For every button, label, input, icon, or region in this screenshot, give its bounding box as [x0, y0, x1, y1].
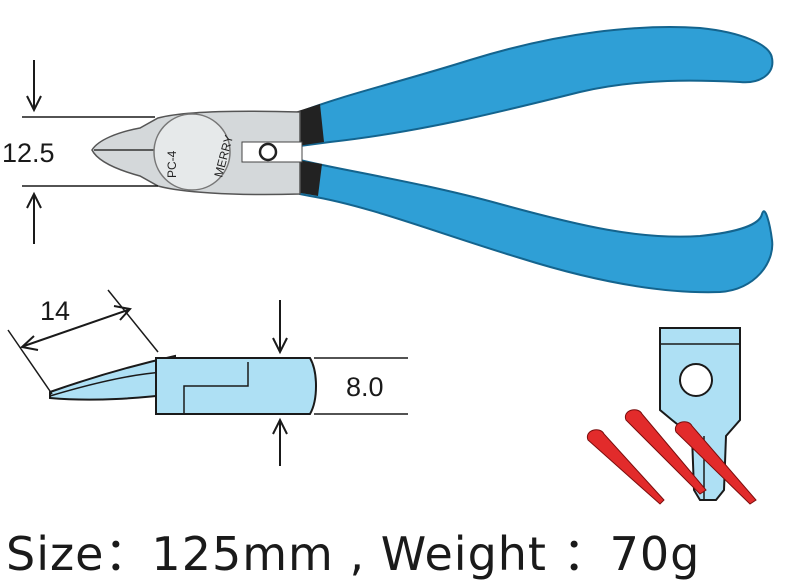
upper-handle [299, 26, 774, 148]
spring-coil [258, 142, 278, 162]
upper-collar [295, 104, 324, 146]
jaw-height-label: 12.5 [2, 138, 55, 168]
jaw-height-dimension: 12.5 [2, 60, 158, 244]
wire-3 [674, 421, 757, 505]
model-stamp: PC-4 [165, 150, 179, 178]
wire-2 [624, 409, 707, 495]
wire-1 [586, 429, 665, 505]
thickness-label: 8.0 [346, 372, 384, 402]
blade-length-label: 14 [40, 296, 70, 326]
blade-length-dimension: 14 [7, 289, 159, 395]
lower-handle [299, 158, 774, 294]
pliers-illustration: PC-4 MERRY [91, 26, 774, 294]
pivot-disc [153, 113, 231, 191]
spring-slot [241, 141, 303, 163]
pivot-hole [679, 363, 713, 397]
lower-collar [295, 160, 322, 196]
jaw-front-outline [659, 327, 741, 501]
thickness-dimension: 8.0 [272, 300, 408, 466]
size-weight-caption: Size：125mm , Weight ：70g [6, 527, 701, 581]
side-view [49, 354, 317, 415]
joint-line [183, 362, 249, 414]
jaw-front-view [586, 327, 757, 505]
